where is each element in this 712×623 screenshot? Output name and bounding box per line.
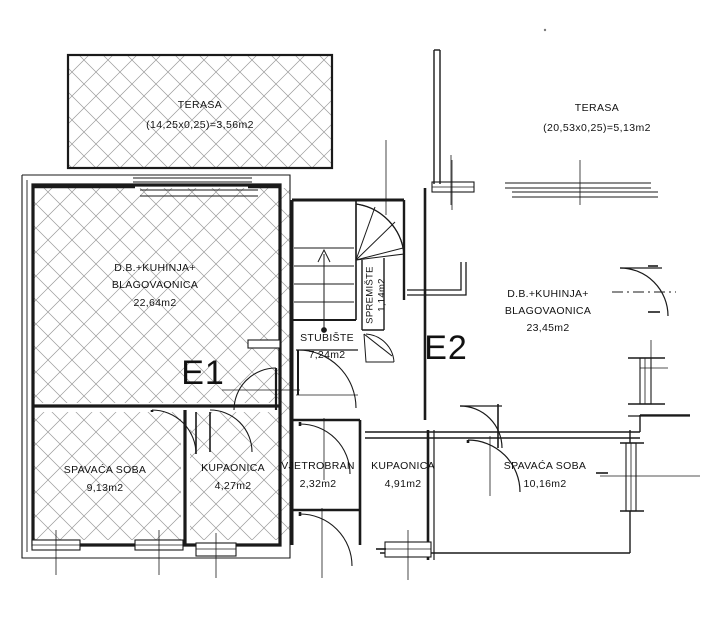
- e2-bedroom-name: SPAVAĆA SOBA: [504, 459, 586, 472]
- e2-window-bedroom-right: [596, 442, 700, 512]
- e1-door-bedroom: [150, 409, 197, 455]
- e2-door-right-upper: [612, 265, 676, 317]
- e1-bedroom-area: 9,13m2: [87, 482, 124, 494]
- terrace-left-dimension: (14,25x0,25)=3,56m2: [146, 119, 254, 131]
- stair-winders: [355, 203, 405, 261]
- e1-bathroom-name: KUPAONICA: [201, 462, 265, 474]
- e2-top-partition: [433, 49, 441, 184]
- unit-e1-hatch-fill: [33, 188, 290, 540]
- e1-window-bedroom-2: [134, 530, 184, 575]
- e1-living-name-line1: D.B.+KUHINJA+: [114, 262, 196, 274]
- e1-living-name-line2: BLAGOVAONICA: [112, 279, 198, 291]
- unit-e1-walls: [21, 174, 291, 559]
- e1-bathroom-area: 4,27m2: [215, 480, 252, 492]
- staircase-area: 7,24m2: [309, 349, 346, 361]
- e2-living-name-line1: D.B.+KUHINJA+: [507, 288, 589, 300]
- e2-bath-door: [459, 404, 503, 449]
- e1-door-bathroom: [209, 409, 253, 453]
- hall-door-e2: [296, 349, 358, 409]
- e1-living-area: 22,64m2: [134, 297, 177, 309]
- e2-living-area: 23,45m2: [527, 322, 570, 334]
- scan-artifact-dot: [543, 28, 547, 32]
- e1-niche: [247, 339, 281, 349]
- e1-window-bathroom: [195, 533, 237, 578]
- terrace-left-name: TERASA: [178, 99, 222, 111]
- e2-living-name-line2: BLAGOVAONICA: [505, 305, 591, 317]
- storage-door: [363, 333, 395, 363]
- dimension-marks: [385, 140, 668, 398]
- e2-kitchen-counter: [407, 262, 467, 296]
- e2-bedroom-area: 10,16m2: [524, 478, 567, 490]
- vestibule-door-lower: [298, 508, 353, 578]
- e2-bathroom-area: 4,91m2: [385, 478, 422, 490]
- storage-area: 1,14m2: [377, 278, 388, 312]
- vestibule-area: 2,32m2: [300, 478, 337, 490]
- e2-window-bottom: [376, 530, 432, 580]
- e2-bathroom-name: KUPAONICA: [371, 460, 435, 472]
- unit-label-e1: E1: [181, 354, 225, 392]
- staircase-name: STUBIŠTE: [300, 331, 354, 344]
- e1-entry-door: [222, 367, 300, 411]
- e1-bedroom-name: SPAVAĆA SOBA: [64, 463, 146, 476]
- unit-label-e2: E2: [424, 329, 468, 367]
- e2-small-window-top: [431, 160, 475, 210]
- storage-name: SPREMIŠTE: [365, 266, 376, 324]
- stair-direction-arrow: [317, 248, 331, 333]
- terrace-left-region: [66, 53, 334, 170]
- e2-bedroom-door: [466, 436, 521, 496]
- terrace-right-name: TERASA: [575, 102, 619, 114]
- terrace-right-dimension: (20,53x0,25)=5,13m2: [543, 122, 651, 134]
- vestibule-door-upper: [298, 418, 351, 480]
- e2-terrace-door: [505, 160, 658, 205]
- vestibule-name: VJETROBRAN: [281, 460, 355, 472]
- e1-window-bedroom: [31, 530, 81, 575]
